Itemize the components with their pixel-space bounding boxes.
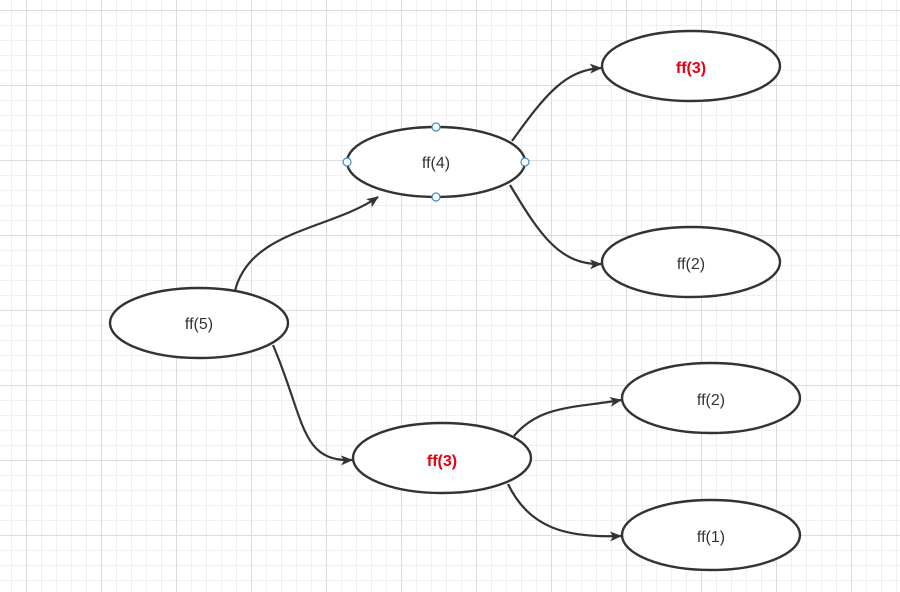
node-ff5[interactable]: ff(5) xyxy=(108,286,290,360)
resize-handle-bottom[interactable] xyxy=(431,192,441,202)
edge-ff3-to-ff1[interactable] xyxy=(507,483,622,542)
node-ff4[interactable]: ff(4) xyxy=(342,122,530,202)
node-label: ff(2) xyxy=(697,392,725,409)
node-ff3-lower[interactable]: ff(3) xyxy=(351,421,533,495)
resize-handle-left[interactable] xyxy=(342,157,352,167)
node-label: ff(1) xyxy=(697,529,725,546)
node-ff2-upper[interactable]: ff(2) xyxy=(600,225,782,299)
edge-ff4-to-ff3[interactable] xyxy=(511,63,602,142)
edge-ff4-to-ff2[interactable] xyxy=(509,184,602,270)
edge-ff5-to-ff4[interactable] xyxy=(233,196,379,292)
node-label: ff(4) xyxy=(422,155,450,172)
node-ff2-lower[interactable]: ff(2) xyxy=(620,361,802,435)
resize-handle-top[interactable] xyxy=(431,122,441,132)
node-ff1[interactable]: ff(1) xyxy=(620,498,802,572)
edge-ff5-to-ff3[interactable] xyxy=(271,344,353,466)
node-label: ff(3) xyxy=(676,60,706,77)
node-label: ff(5) xyxy=(185,316,213,333)
edge-ff3-to-ff2[interactable] xyxy=(513,396,622,437)
node-label: ff(2) xyxy=(677,256,705,273)
node-ff3-upper[interactable]: ff(3) xyxy=(600,29,782,103)
resize-handle-right[interactable] xyxy=(520,157,530,167)
node-label: ff(3) xyxy=(427,453,457,470)
